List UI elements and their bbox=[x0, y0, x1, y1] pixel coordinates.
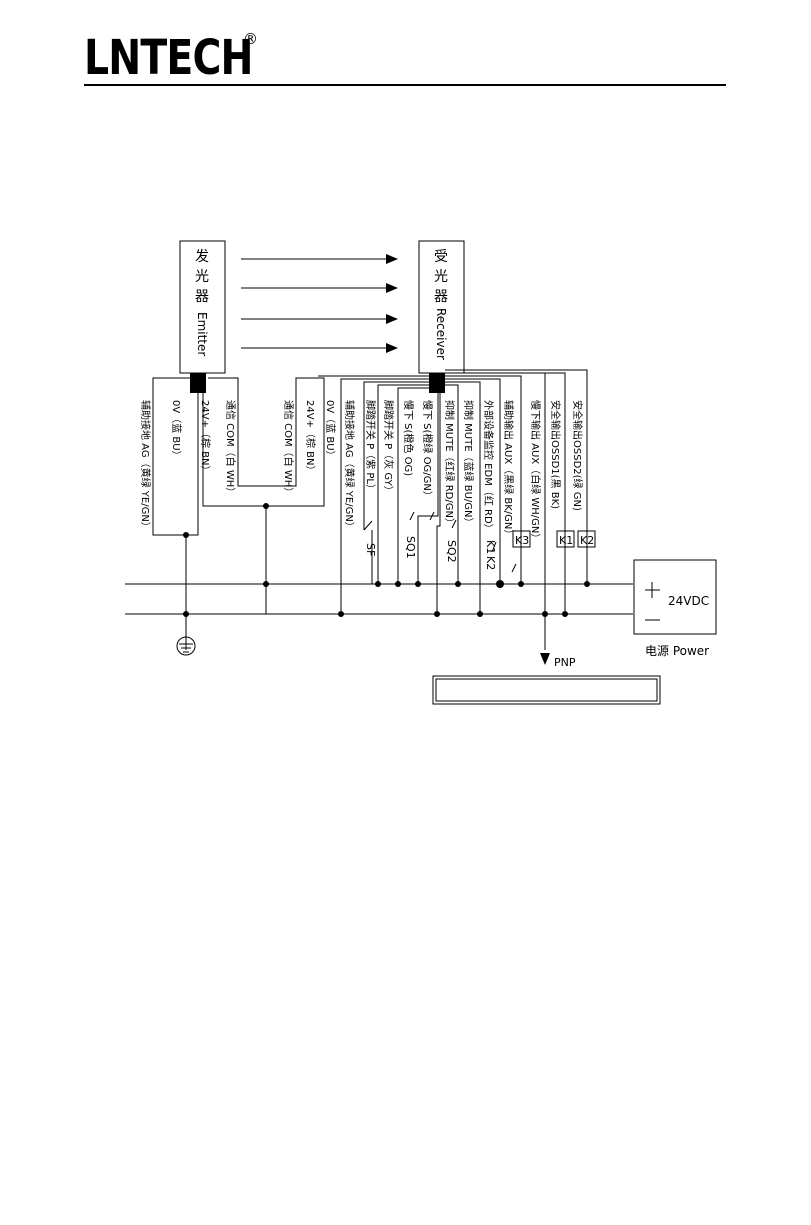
receiver-label-en: Receiver bbox=[434, 308, 448, 360]
brand-logo: LNTECH bbox=[84, 30, 253, 86]
wire-label: 抑制 MUTE（蓝绿 BU/GN） bbox=[462, 400, 475, 528]
wire-label: 慢下 S(橙绿 OG/GN） bbox=[421, 400, 434, 501]
wire-label: 脚踏开关 P（紫 PL） bbox=[364, 400, 377, 494]
page-header: LNTECH ® bbox=[0, 0, 811, 90]
wire-label: 辅助输出 AUX（黑绿 BK/GN） bbox=[502, 400, 515, 539]
power-supply-box bbox=[633, 559, 717, 635]
beam-arrow-icon bbox=[386, 283, 398, 293]
wire-label: 慢下输出 AUX（白绿 WH/GN） bbox=[529, 400, 542, 543]
switch-sq1 bbox=[409, 511, 415, 521]
emitter-connector bbox=[190, 373, 206, 393]
wire-label: 脚踏开关 P（灰 GY） bbox=[382, 400, 395, 496]
pnp-arrow-icon bbox=[540, 653, 550, 665]
wire-label: 通信 COM（白 WH） bbox=[224, 400, 237, 497]
emitter-label-en: Emitter bbox=[195, 312, 209, 356]
k3-label: K3 bbox=[515, 534, 529, 547]
wire-label: 辅助接地 AG（黄绿 YE/GN） bbox=[343, 400, 356, 532]
wire-label: 0V（蓝 BU） bbox=[324, 400, 336, 461]
switch-sf bbox=[363, 520, 373, 584]
emitter-label: 发 光 器 Emitter bbox=[195, 249, 209, 356]
switch-sq2 bbox=[429, 511, 435, 521]
svg-text:器: 器 bbox=[434, 289, 448, 305]
wire-label: 安全输出OSSD2(绿 GN) bbox=[571, 400, 584, 511]
emitter-wire-labels: 辅助接地 AG（黄绿 YE/GN） 0V（蓝 BU） 24V+（棕 BN） 通信… bbox=[139, 400, 237, 532]
k2-label: K2 bbox=[580, 534, 594, 547]
sf-label: SF bbox=[364, 543, 377, 556]
pnp-output-box bbox=[432, 675, 661, 705]
wire-label: 24V+（棕 BN） bbox=[304, 400, 317, 475]
svg-text:光: 光 bbox=[195, 269, 209, 285]
receiver-connector bbox=[429, 373, 445, 393]
relay-k2 bbox=[577, 530, 596, 548]
beam-arrow-icon bbox=[386, 314, 398, 324]
svg-text:受: 受 bbox=[434, 249, 448, 265]
svg-text:发: 发 bbox=[195, 249, 209, 265]
k2-contact-label: K2 bbox=[484, 556, 497, 570]
k1-label: K1 bbox=[559, 534, 573, 547]
wire-label: 0V（蓝 BU） bbox=[170, 400, 182, 461]
registered-mark: ® bbox=[243, 30, 258, 48]
beam-arrow-icon bbox=[386, 254, 398, 264]
wire-label: 安全输出OSSD1(黑 BK) bbox=[549, 400, 562, 509]
pnp-label: PNP bbox=[554, 656, 576, 669]
header-rule bbox=[84, 84, 726, 86]
receiver-label: 受 光 器 Receiver bbox=[434, 249, 448, 360]
svg-text:光: 光 bbox=[434, 269, 448, 285]
relay-k1 bbox=[556, 530, 575, 548]
sq2-label: SQ2 bbox=[445, 540, 458, 563]
wire-label: 外部设备监控 EDM（红 RD） bbox=[482, 400, 495, 534]
wire-label: 慢下 S(橙色 OG) bbox=[402, 400, 415, 476]
wire-label: 抑制 MUTE（红绿 RD/GN） bbox=[443, 400, 456, 528]
beam-arrow-icon bbox=[386, 343, 398, 353]
wire-label: 24V+（棕 BN） bbox=[199, 400, 212, 475]
receiver-wire-labels: 通信 COM（白 WH） 24V+（棕 BN） 0V（蓝 BU） 辅助接地 AG… bbox=[282, 400, 584, 543]
wire-label: 辅助接地 AG（黄绿 YE/GN） bbox=[139, 400, 152, 532]
wire-label: 通信 COM（白 WH） bbox=[282, 400, 295, 497]
relay-k3 bbox=[512, 530, 531, 548]
k1-contact-label: K1 bbox=[484, 540, 497, 554]
ground-icon bbox=[176, 636, 196, 656]
power-voltage: 24VDC bbox=[668, 594, 709, 608]
power-caption: 电源 Power bbox=[645, 644, 709, 658]
sq1-label: SQ1 bbox=[404, 536, 417, 559]
svg-text:器: 器 bbox=[195, 289, 209, 305]
